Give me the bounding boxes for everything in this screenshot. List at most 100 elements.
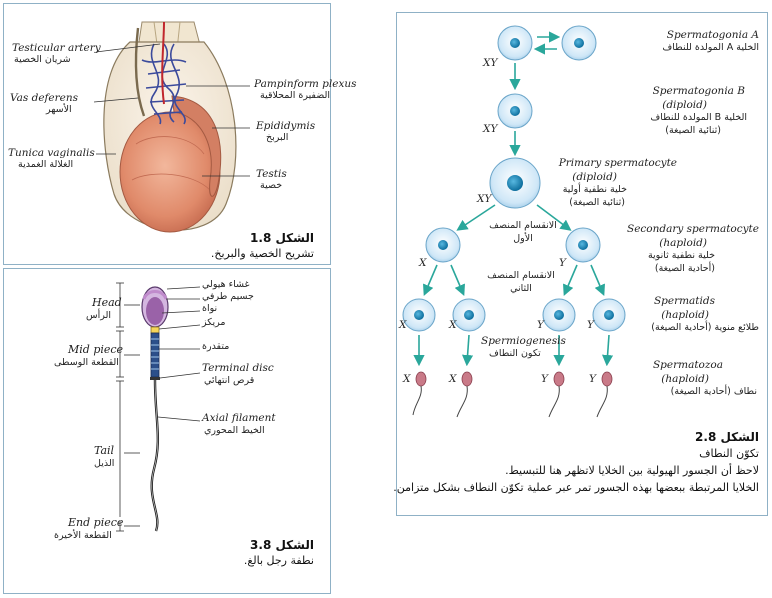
cell-spermatogonia-a-1 (497, 25, 533, 61)
cell-spermatogonia-a-2 (561, 25, 597, 61)
stage-spermatids-en: Spermatids (653, 295, 715, 307)
label-end-piece-en: End piece (68, 516, 124, 529)
flow-arrows (413, 31, 614, 367)
figure-2-8-panel: XY XY XY X Y X X Y Y X X Y Y Spermatogon… (393, 12, 768, 516)
label-axial-filament-ar: الخيط المحوري (204, 425, 265, 436)
label-pampiniform-plexus-en: Pampinform plexus (254, 78, 357, 90)
spermatozoon-4 (596, 371, 613, 418)
spermiogenesis-ar: تكون النطاف (489, 348, 541, 359)
label-centriole-ar: مريكز (202, 317, 226, 328)
chrom-label-xy-3: XY (477, 193, 492, 205)
label-axial-filament-en: Axial filament (202, 412, 276, 424)
vas-deferens (134, 27, 146, 117)
sperm-leader-lines (157, 286, 201, 422)
stage-spermatozoa-en2: (haploid) (661, 373, 709, 385)
figure-1-8-panel: Testicular artery شريان الخصية Vas defer… (3, 3, 357, 265)
stage-spermatogonia-a-en: Spermatogonia A (666, 29, 759, 41)
testicular-artery (161, 21, 165, 105)
sperm-nucleus (146, 297, 164, 325)
spermatozoon-2 (456, 371, 473, 418)
testis-anatomy-illustration (93, 21, 250, 233)
cell-primary-spermatocyte (489, 157, 541, 209)
meiosis-2-label-line2: الثاني (510, 283, 532, 294)
stage-primary-spermatocyte-en2: (diploid) (572, 171, 617, 183)
label-mid-piece-en: Mid piece (68, 343, 124, 356)
chrom-label-y-1: Y (559, 257, 566, 269)
chrom-label-y-3: Y (587, 319, 594, 331)
chrom-label-xy-1: XY (483, 57, 498, 69)
chrom-label-x-1: X (419, 257, 427, 269)
label-testis-en: Testis (256, 168, 287, 180)
label-tail-en: Tail (94, 444, 115, 457)
figure-1-8-title: الشكل 1.8 (250, 231, 314, 245)
label-tunica-vaginalis-ar: الغلالة الغمدية (18, 159, 74, 170)
stage-primary-spermatocyte-en: Primary spermatocyte (558, 157, 677, 169)
centriole (150, 326, 160, 334)
label-terminal-disc-en: Terminal disc (202, 362, 274, 374)
label-mitochondrion-ar: متقدرة (202, 341, 230, 352)
stage-primary-spermatocyte-ar: خلية نطفية أولية (562, 184, 627, 195)
label-terminal-disc-ar: قرص انتهائي (204, 375, 255, 386)
label-plasma-membrane-ar: غشاء هيولي (202, 279, 250, 290)
meiosis-1-label-line2: الأول (513, 233, 533, 244)
cell-secondary-spermatocyte-y (565, 227, 601, 263)
meiosis-1-label-line1: الانقسام المنصف (489, 220, 557, 231)
meiosis-2-label-line1: الانقسام المنصف (487, 270, 555, 281)
figure-3-8-title: الشكل 3.8 (250, 538, 314, 552)
label-testis-ar: خصية (260, 180, 283, 191)
spermatozoon-3 (548, 371, 565, 418)
epididymis (171, 95, 222, 197)
sperm-mid-piece (150, 332, 160, 378)
chrom-label-x-2: X (399, 319, 407, 331)
terminal-disc (150, 377, 160, 380)
label-nucleus-ar: نواة (202, 303, 218, 314)
cell-spermatid-4 (592, 298, 626, 332)
figure-2-8-caption-line3: الخلايا المرتبطة ببعضها بهذه الجسور تمر … (393, 481, 759, 494)
stage-secondary-spermatocyte-en: Secondary spermatocyte (627, 223, 759, 235)
stage-spermatids-en2: (haploid) (661, 309, 709, 321)
spermatogenesis-diagram (402, 25, 626, 418)
stage-spermatids-ar: طلائع منوية (أحادية الصيغة) (651, 322, 759, 333)
figure-2-8-caption-line1: تكوّن النطاف (699, 447, 759, 460)
label-epididymis-en: Epididymis (256, 120, 316, 132)
stage-spermatozoa-ar: نطاف (أحادية الصيغة) (670, 386, 757, 397)
stage-spermatogonia-a-ar: الخلية A المولدة للنطاف (662, 42, 759, 53)
label-testicular-artery-ar: شريان الخصية (14, 54, 71, 65)
label-vas-deferens-en: Vas deferens (10, 92, 79, 104)
label-vas-deferens-ar: الأسهر (46, 104, 72, 115)
cell-secondary-spermatocyte-x (425, 227, 461, 263)
cell-spermatid-1 (402, 298, 436, 332)
label-end-piece-ar: القطعة الأخيرة (54, 530, 112, 541)
chrom-label-y-4: Y (541, 373, 548, 385)
figure-1-8-caption: تشريح الخصية والبربخ. (210, 247, 314, 260)
label-epididymis-ar: البربخ (266, 132, 289, 143)
cell-spermatid-3 (542, 298, 576, 332)
figure-3-8-panel: Head الرأس Mid piece القطعة الوسطى Tail … (3, 268, 331, 594)
pampiniform-plexus (141, 43, 187, 125)
figure-2-8-caption-line2: لاحظ أن الجسور الهيولية بين الخلايا لاتظ… (505, 464, 759, 477)
label-tunica-vaginalis-en: Tunica vaginalis (8, 147, 95, 159)
acrosome (142, 290, 168, 300)
stage-secondary-spermatocyte-en2: (haploid) (659, 237, 707, 249)
figure-3-8-caption: نطفة رجل بالغ. (243, 554, 314, 567)
figure-2-8-title: الشكل 2.8 (695, 430, 759, 444)
label-acrosome-ar: جسيم طرفي (202, 291, 254, 302)
chrom-label-y-2: Y (537, 319, 544, 331)
stage-secondary-spermatocyte-ar: خلية نطفية ثانوية (647, 250, 715, 261)
label-pampiniform-plexus-ar: الضفيرة المحلاقية (260, 90, 331, 101)
stage-primary-spermatocyte-ar2: (ثنائية الصيغة) (569, 197, 625, 208)
spermatozoon-1 (412, 371, 427, 416)
stage-spermatogonia-b-ar: الخلية B المولدة للنطاف (650, 112, 747, 123)
cell-spermatid-2 (452, 298, 486, 332)
spermiogenesis-en: Spermiogenesis (481, 335, 566, 347)
chrom-label-xy-2: XY (483, 123, 498, 135)
chrom-label-x-5: X (449, 373, 457, 385)
stage-spermatogonia-b-en2: (diploid) (662, 99, 707, 111)
label-testicular-artery-en: Testicular artery (12, 42, 101, 54)
label-mid-piece-ar: القطعة الوسطى (54, 357, 119, 368)
stage-spermatogonia-b-ar2: (ثنائية الصيغة) (665, 125, 721, 136)
label-head-en: Head (92, 296, 122, 309)
chrom-label-x-3: X (449, 319, 457, 331)
chrom-label-y-5: Y (589, 373, 596, 385)
